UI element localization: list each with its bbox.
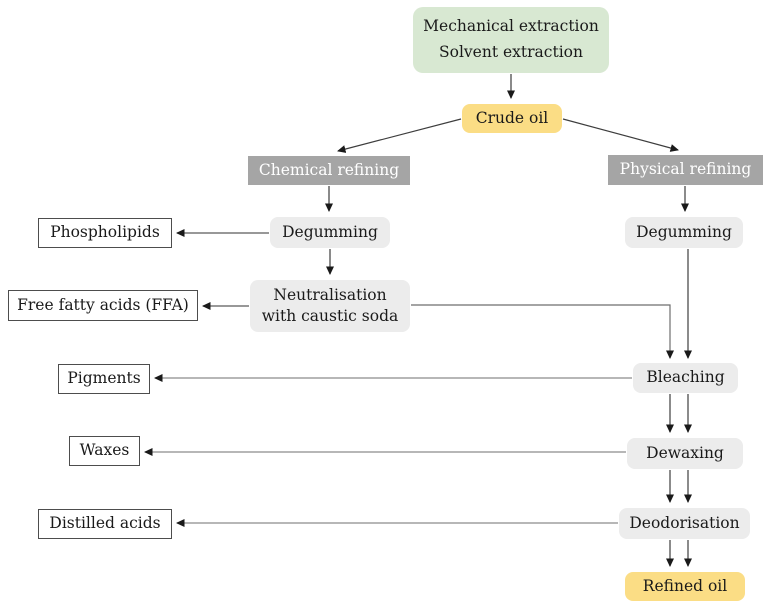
edge-crude-oil-to-physical-refining <box>562 118 679 152</box>
node-chemical-refining: Chemical refining <box>248 156 410 185</box>
node-crude-oil: Crude oil <box>462 104 562 133</box>
extraction-line-1: Mechanical extraction <box>423 17 599 36</box>
edge-crude-oil-to-chemical-refining <box>337 118 462 153</box>
node-refined-oil: Refined oil <box>625 572 745 601</box>
node-degumming-chemical: Degumming <box>270 217 390 248</box>
node-waxes: Waxes <box>69 436 140 466</box>
extraction-line-2: Solvent extraction <box>439 43 583 62</box>
node-distilled-acids: Distilled acids <box>38 509 172 539</box>
node-bleaching: Bleaching <box>633 363 738 393</box>
node-free-fatty-acids: Free fatty acids (FFA) <box>8 290 198 321</box>
edge-neutralisation-to-bleaching <box>411 304 674 359</box>
node-degumming-physical: Degumming <box>625 217 743 248</box>
node-physical-refining: Physical refining <box>608 155 763 185</box>
node-phospholipids: Phospholipids <box>38 218 172 248</box>
node-neutralisation: Neutralisation with caustic soda <box>250 280 410 332</box>
node-dewaxing: Dewaxing <box>627 438 743 469</box>
neutralisation-line-2: with caustic soda <box>261 307 399 325</box>
node-deodorisation: Deodorisation <box>619 508 750 539</box>
node-extraction: Mechanical extraction Solvent extraction <box>413 7 609 73</box>
neutralisation-line-1: Neutralisation <box>273 286 387 305</box>
node-pigments: Pigments <box>58 364 150 394</box>
